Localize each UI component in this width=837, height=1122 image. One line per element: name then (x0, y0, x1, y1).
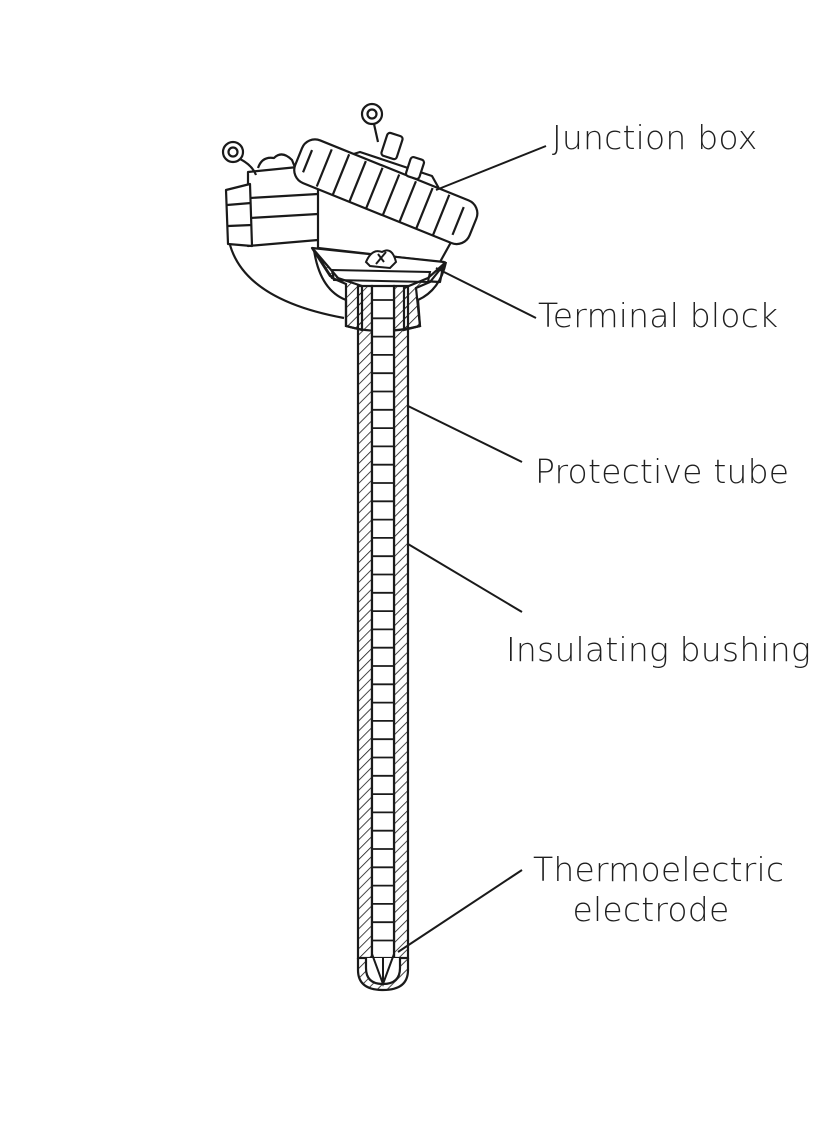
label-terminal-block: Terminal block (538, 296, 779, 335)
lid-clip (380, 131, 426, 180)
leader-insulating-bushing (407, 543, 523, 613)
insulating-bushings (372, 299, 394, 942)
leader-terminal-block (435, 267, 537, 319)
chain-loop-left (221, 140, 345, 320)
leader-protective-tube (407, 405, 523, 463)
label-insulating-bushing: Insulating bushing (506, 630, 811, 669)
leader-junction-box (435, 145, 547, 191)
label-thermoelectric-line2: electrode (572, 889, 730, 929)
chain-loop-top (360, 102, 384, 143)
leader-thermoelectric-electrode (397, 869, 523, 953)
label-junction-box: Junction box (552, 118, 758, 157)
label-thermoelectric-electrode: Thermoelectric electrode (533, 850, 785, 929)
thermoelectric-electrode (371, 953, 395, 987)
protective-tube (356, 284, 410, 992)
label-thermoelectric-line1: Thermoelectric (533, 850, 785, 889)
leader-lines (397, 145, 547, 953)
head-lid (293, 138, 479, 246)
label-protective-tube: Protective tube (535, 452, 790, 491)
